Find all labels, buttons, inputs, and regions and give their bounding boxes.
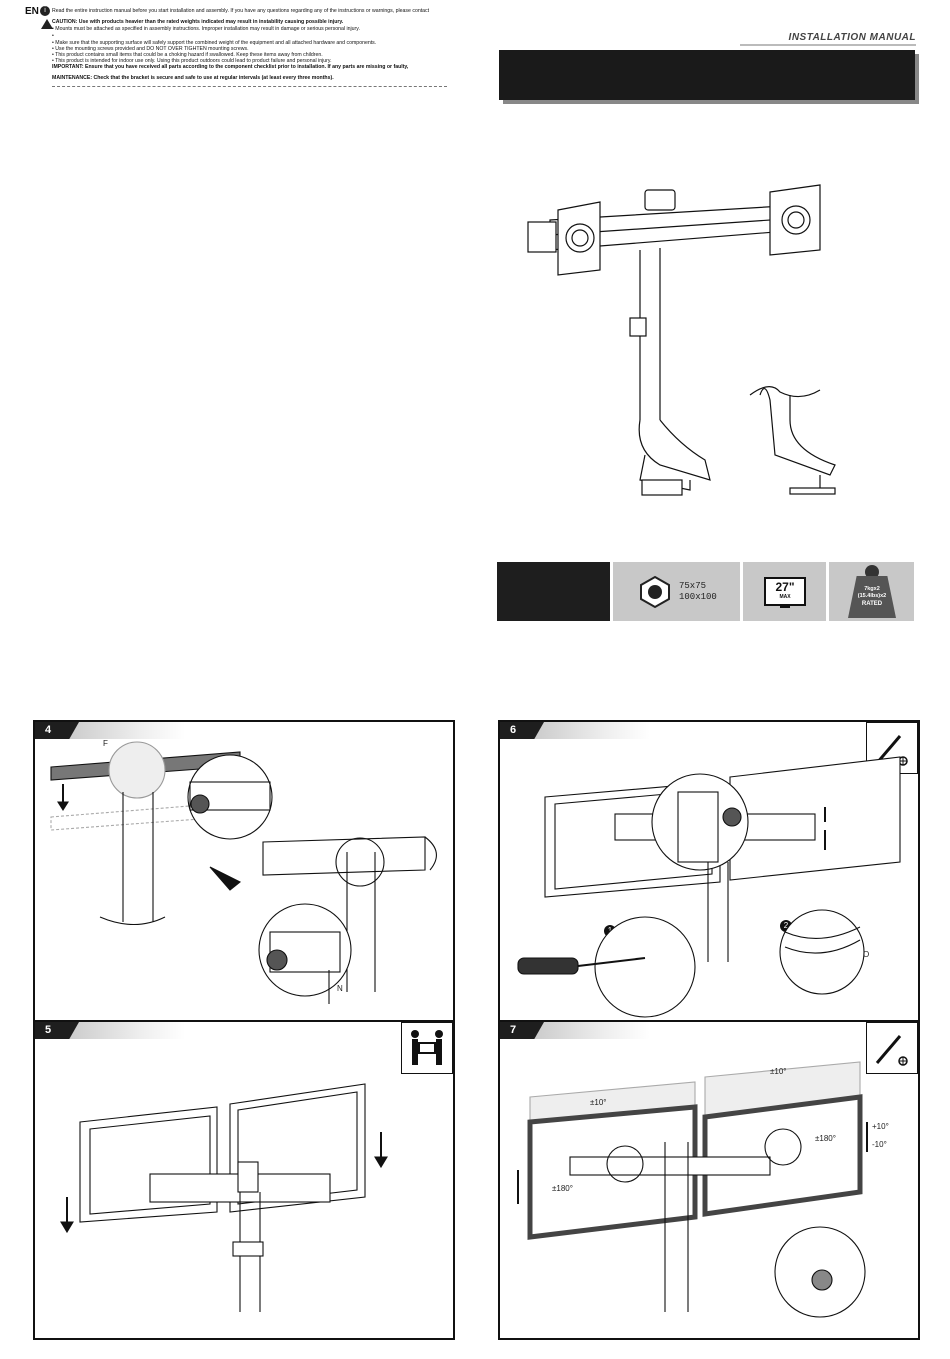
two-person-lift-icon <box>401 1022 453 1074</box>
instruction-bullet: • This product contains small items that… <box>52 52 323 58</box>
weight-knob-icon <box>865 565 879 579</box>
weight-rated-label: RATED <box>861 601 883 607</box>
installation-manual-label: INSTALLATION MANUAL <box>788 32 916 43</box>
spec-label-block <box>497 562 610 621</box>
instruction-bullet: • Use the mounting screws provided and D… <box>52 46 249 52</box>
step-number: 4 <box>35 722 79 739</box>
product-illustration <box>527 184 836 496</box>
phillips-screwdriver-icon <box>875 1035 908 1066</box>
vesa-size-2: 100x100 <box>679 592 717 602</box>
part-label-f: F <box>103 739 108 748</box>
screen-size-spec: 27" MAX <box>743 562 826 621</box>
step-number: 5 <box>35 1022 79 1039</box>
step-5-illustration <box>60 1083 388 1312</box>
monitor-icon: 27" MAX <box>764 577 806 606</box>
read-first-text: Read the entire instruction manual befor… <box>52 8 430 14</box>
instruction-bullet: • <box>52 33 54 39</box>
vesa-size-1: 75x75 <box>679 581 707 591</box>
swivel-right-label: ±10° <box>770 1067 787 1076</box>
tilt-up-label: +10° <box>872 1122 889 1131</box>
screwdriver-tool-icon <box>866 1022 918 1074</box>
part-label-o: O <box>863 950 870 959</box>
instruction-bullet: • Make sure that the supporting surface … <box>52 40 377 46</box>
vesa-spec: 75x75 100x100 <box>613 562 740 621</box>
monitor-stand-icon <box>780 604 790 608</box>
important-text: IMPORTANT: Ensure that you have received… <box>52 64 409 70</box>
step-6-illustration <box>517 756 901 1018</box>
instruction-bullet: • This product is intended for indoor us… <box>52 58 332 64</box>
two-person-icon <box>411 1030 443 1065</box>
swivel-left-label: ±10° <box>590 1098 607 1107</box>
step-number: 7 <box>500 1022 544 1039</box>
part-label-n: N <box>337 984 343 993</box>
maintenance-text: MAINTENANCE: Check that the bracket is s… <box>52 75 334 81</box>
weight-icon <box>848 576 896 618</box>
step-4-illustration <box>50 741 437 1004</box>
instruction-bullet: • Mounts must be attached as specified i… <box>52 26 360 32</box>
title-rule <box>740 44 916 46</box>
dotted-divider <box>52 86 447 87</box>
step-7-panel: 7 ±10° ±10° +10° -10° ±180° ±180° <box>498 1020 920 1340</box>
step-7-illustration <box>517 1061 868 1318</box>
weight-capacity-2: (15.4lbs)x2 <box>857 593 887 599</box>
weight-spec: 7kgx2 (15.4lbs)x2 RATED <box>829 562 914 621</box>
tilt-down-label: -10° <box>872 1140 887 1149</box>
caution-text: CAUTION: Use with products heavier than … <box>52 19 344 25</box>
read-manual-icon: i <box>40 6 50 16</box>
language-badge: EN <box>25 6 39 17</box>
step-6-panel: 6 N O 1 2 <box>498 720 920 1022</box>
step-number: 6 <box>500 722 544 739</box>
screen-size-max: MAX <box>779 594 791 600</box>
step-4-panel: 4 F N <box>33 720 455 1022</box>
product-title-band <box>499 50 915 100</box>
rotate-right-label: ±180° <box>815 1134 836 1143</box>
vesa-icon <box>640 575 670 609</box>
screen-size-value: 27" <box>775 580 795 594</box>
step-5-panel: 5 <box>33 1020 455 1340</box>
weight-capacity-1: 7kgx2 <box>864 586 880 592</box>
rotate-left-label: ±180° <box>552 1184 573 1193</box>
warning-icon <box>41 19 53 29</box>
